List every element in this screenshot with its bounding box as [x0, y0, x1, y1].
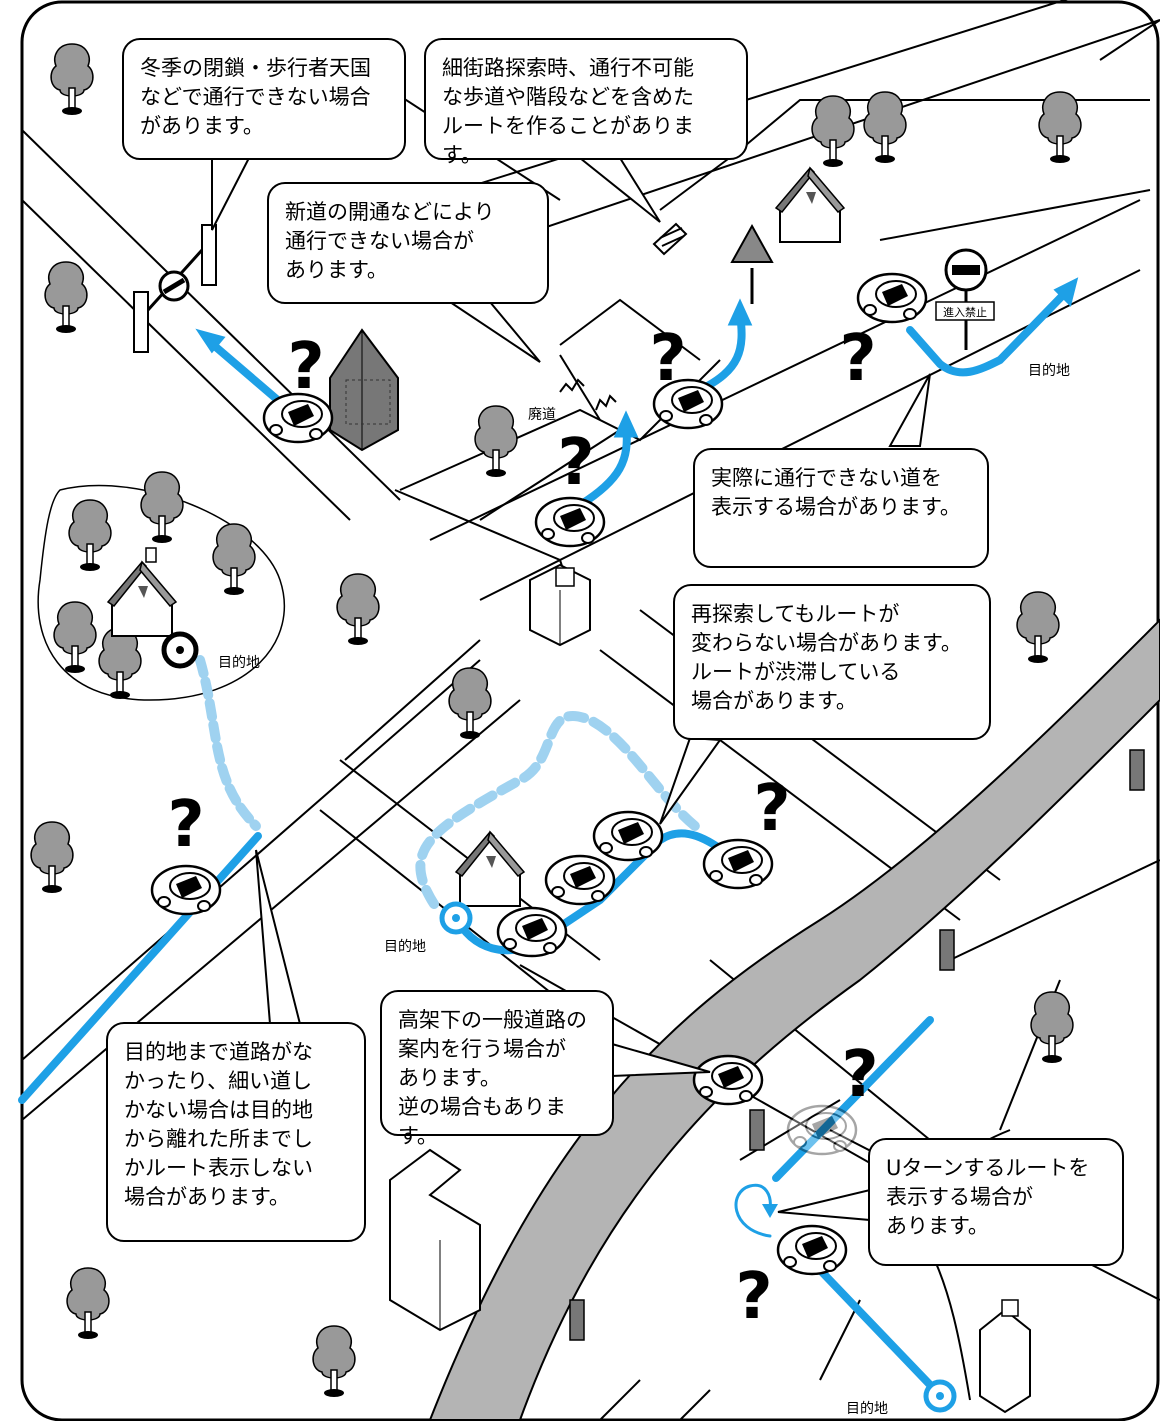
destination-label: 目的地	[384, 939, 426, 955]
question-mark: ?	[557, 426, 594, 500]
question-marks: ? ? ? ? ? ? ? ?	[167, 322, 878, 1334]
destination-markers	[161, 631, 957, 1413]
car-uturn	[776, 1224, 848, 1276]
callout-uturn: Uターンするルートを 表示する場合が あります。	[868, 1138, 1124, 1266]
callout-new-road: 新道の開通などにより 通行できない場合が あります。	[267, 182, 549, 304]
buildings	[107, 167, 1031, 1414]
small-tower-building	[979, 1299, 1031, 1414]
route-no-road-dashed	[195, 655, 261, 831]
car-jam-1	[496, 906, 568, 958]
callout-winter-closure: 冬季の閉鎖・歩行者天国 などで通行できない場合 があります。	[122, 38, 406, 160]
question-mark: ?	[735, 1260, 772, 1334]
car-jam-3	[592, 810, 664, 862]
callout-no-road-to-destination: 目的地まで道路がな かったり、細い道し かない場合は目的地 から離れた所までし …	[106, 1022, 366, 1242]
callout-elevated-road: 高架下の一般道路の 案内を行う場合が あります。 逆の場合もあります。	[380, 990, 614, 1148]
uturn-arrow	[734, 1183, 772, 1238]
destination-marker-2	[439, 901, 473, 935]
route-uturn-top	[772, 1016, 934, 1182]
car-abandoned	[534, 496, 606, 548]
pedestrian-only-sign-icon	[730, 223, 774, 304]
l-shaped-building	[389, 1148, 481, 1332]
destination-marker-1	[161, 631, 199, 669]
car-no-road	[150, 864, 222, 916]
route-no-entry	[906, 288, 1070, 377]
no-entry-sign-label: 進入禁止	[943, 306, 987, 319]
chimney	[145, 547, 157, 563]
car-reroute	[702, 838, 774, 890]
destination-label: 目的地	[846, 1401, 888, 1417]
callout-pointers	[211, 155, 931, 1222]
highway-pillars	[569, 749, 1145, 1341]
car-highway	[692, 1054, 764, 1106]
callout-reroute: 再探索してもルートが 変わらない場合があります。 ルートが渋滞している 場合があ…	[673, 584, 991, 740]
question-mark: ?	[167, 788, 204, 862]
callout-narrow-street: 細街路探索時、通行不可能 な歩道や階段などを含めた ルートを作ることがあります。	[424, 38, 748, 167]
no-entry-sign-icon: 進入禁止	[935, 248, 995, 350]
destination-marker-3	[923, 1379, 957, 1413]
car-no-entry	[856, 272, 928, 324]
question-mark: ?	[287, 330, 324, 404]
tower-building	[529, 563, 591, 647]
car-jam-2	[544, 854, 616, 906]
road-closure-gate	[133, 224, 217, 353]
callout-impassable-road: 実際に通行できない道を 表示する場合があります。	[693, 448, 989, 568]
question-mark: ?	[841, 1038, 878, 1112]
route-closure	[206, 338, 284, 406]
routes	[18, 277, 1079, 1394]
question-mark: ?	[649, 322, 686, 396]
route-reroute-dashed	[415, 711, 705, 909]
car-ghost	[786, 1104, 858, 1156]
destination-label: 目的地	[1028, 363, 1070, 379]
abandoned-road-breaks	[559, 378, 617, 411]
route-no-road-solid	[18, 832, 262, 1104]
destination-label: 目的地	[218, 655, 260, 671]
stairs-icon	[652, 222, 688, 256]
abandoned-road-label: 廃道	[528, 407, 556, 423]
question-mark: ?	[839, 322, 876, 396]
route-uturn-bottom	[816, 1266, 939, 1394]
office-building	[329, 328, 399, 452]
question-mark: ?	[753, 772, 790, 846]
